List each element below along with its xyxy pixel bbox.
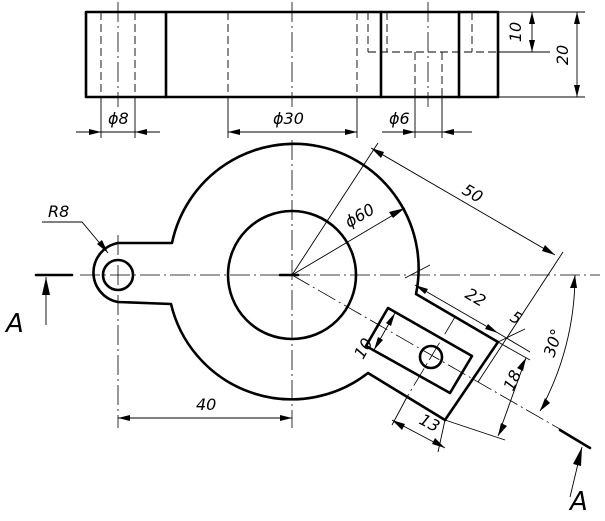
ext-line-22 <box>404 264 431 279</box>
top-view: 10 20 ϕ8 ϕ30 ϕ6 <box>76 2 585 138</box>
section-arrow-left-head <box>42 277 50 295</box>
arrow-phi30-left <box>228 129 240 135</box>
dim-label-phi30: ϕ30 <box>273 109 304 128</box>
dim-label-height-20: 20 <box>553 45 572 65</box>
dim-label-phi6: ϕ6 <box>389 109 410 128</box>
leader-r8 <box>42 221 109 254</box>
arrow-40-left <box>118 415 130 421</box>
ext-line-18-b <box>444 419 506 441</box>
ext-line-13-a <box>391 396 408 426</box>
dim-label-13: 13 <box>416 410 443 436</box>
arrow-10-top <box>529 12 535 24</box>
dim-line-phi60 <box>291 207 406 276</box>
arrow-phi60 <box>389 208 405 218</box>
part-outline <box>92 142 500 422</box>
plan-view: A A R8 ϕ60 50 22 5 10 <box>4 140 600 517</box>
dim-label-slot-10: 10 <box>350 335 377 362</box>
arm-slot <box>364 306 474 395</box>
ext-line-50-a <box>291 142 379 276</box>
arrow-20-bottom <box>574 85 580 97</box>
section-label-left: A <box>4 309 24 339</box>
center-pin-cross <box>406 316 456 398</box>
center-arm <box>291 274 566 433</box>
arrow-50-a <box>371 148 384 158</box>
dim-label-22: 22 <box>462 284 489 311</box>
arrow-phi8-left <box>89 129 101 135</box>
dim-line-22 <box>414 284 499 334</box>
arrow-phi30-right <box>345 129 357 135</box>
section-mark-right <box>558 428 592 450</box>
dim-line-5 <box>497 332 531 353</box>
arrow-18-b <box>498 423 507 436</box>
section-label-right: A <box>568 487 588 517</box>
dim-label-40: 40 <box>196 395 216 414</box>
dim-arc-30deg <box>539 274 576 412</box>
arrow-50-b <box>542 245 555 255</box>
arrow-18-a <box>517 358 526 371</box>
arrow-13-a <box>392 420 405 430</box>
arrow-slot-10-a <box>386 313 395 326</box>
dim-label-height-10: 10 <box>506 22 525 42</box>
top-view-outline <box>84 10 500 99</box>
dim-line-18 <box>497 357 527 437</box>
arrow-slot-10-b <box>374 337 383 350</box>
dim-line-50 <box>370 147 556 256</box>
arrow-30deg-bottom <box>540 398 550 411</box>
arrow-phi6-right <box>442 129 454 135</box>
ext-line-50-b <box>477 251 564 383</box>
arrow-13-b <box>432 438 445 448</box>
arrow-40-right <box>280 415 292 421</box>
dim-label-r8: R8 <box>48 202 69 221</box>
dim-label-30deg: 30° <box>540 326 567 359</box>
arrow-phi6-left <box>403 129 415 135</box>
pin-hole <box>418 344 444 370</box>
dim-label-50: 50 <box>459 180 486 207</box>
arrow-phi8-right <box>135 129 147 135</box>
dim-label-5: 5 <box>507 307 525 329</box>
arrow-r8 <box>97 240 108 253</box>
arrow-30deg-top <box>570 275 577 288</box>
arrow-22-b <box>485 324 498 333</box>
arrow-22-a <box>415 285 428 294</box>
section-arrow-right-head <box>573 447 582 466</box>
ext-line-13-b <box>437 419 446 453</box>
arrow-10-bottom <box>529 40 535 52</box>
ext-line-18-a <box>497 341 531 361</box>
ext-line-5 <box>497 328 526 343</box>
dim-label-phi60: ϕ60 <box>342 200 378 232</box>
arrow-20-top <box>574 12 580 24</box>
dim-label-phi8: ϕ8 <box>108 109 129 128</box>
